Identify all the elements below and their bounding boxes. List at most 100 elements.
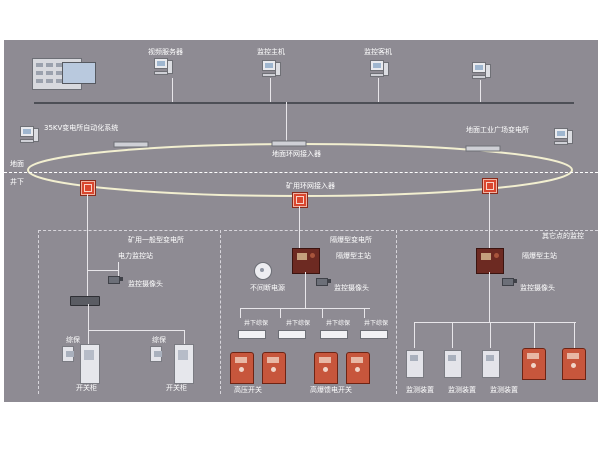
camera-icon — [108, 276, 124, 286]
video-server-label: 视频服务器 — [148, 48, 183, 56]
link-line — [574, 322, 575, 348]
underground-label: 井下 — [10, 178, 24, 186]
monitor-device-icon — [482, 350, 500, 378]
monitor-dev-1-label: 监测装置 — [406, 386, 434, 394]
zone-border — [38, 230, 39, 394]
camera-icon — [502, 278, 518, 288]
link-line — [88, 330, 89, 346]
ground-label: 地面 — [10, 160, 24, 168]
switchgear-1-label: 开关柜 — [76, 384, 97, 392]
link-line — [286, 102, 287, 142]
surface-plant-label: 地面工业广场变电所 — [466, 126, 529, 134]
ups-label: 不间断电源 — [250, 284, 285, 292]
camera-icon — [316, 278, 332, 288]
relay-icon — [238, 330, 266, 339]
feed-switch-icon — [522, 348, 546, 380]
substation-35kv-label: 35KV变电所自动化系统 — [44, 124, 119, 132]
substation-35kv-computer-icon — [20, 126, 39, 144]
mine-ring-node-icon — [292, 192, 308, 208]
zone-border — [220, 230, 221, 394]
feed-switch-icon — [346, 352, 370, 384]
link-line — [452, 322, 453, 348]
general-sub-label: 矿用一般型变电所 — [128, 236, 184, 244]
mine-ring-label: 矿用环网接入器 — [286, 182, 335, 190]
link-line — [364, 308, 365, 318]
camera-3-label: 监控摄像头 — [520, 284, 555, 292]
relay-2-label: 井下综保 — [286, 320, 311, 327]
link-line — [88, 270, 118, 271]
link-line — [414, 322, 415, 348]
mine-ring-node-icon — [80, 180, 96, 196]
link-line — [299, 206, 300, 248]
surface-ring-label: 地面环网接入器 — [272, 150, 321, 158]
ups-icon — [254, 262, 272, 280]
relay-1-label: 井下综保 — [244, 320, 269, 327]
link-line — [240, 308, 370, 309]
monitor-host-computer-icon — [262, 60, 281, 78]
monitor-station-label: 监控客机 — [364, 48, 392, 56]
monitor-dev-2-label: 监测装置 — [448, 386, 476, 394]
hv-switch-icon — [230, 352, 254, 384]
monitor-device-icon — [406, 350, 424, 378]
zone-border — [38, 230, 218, 231]
monitor-dev-3-label: 监测装置 — [490, 386, 518, 394]
link-line — [87, 194, 88, 300]
flameproof-station-icon — [476, 248, 504, 274]
relay-icon — [360, 330, 388, 339]
feed-switch-icon — [562, 348, 586, 380]
mine-ring-node-icon — [482, 178, 498, 194]
switchgear-icon — [174, 344, 194, 384]
link-line — [480, 80, 481, 102]
client-computer-icon — [472, 62, 491, 80]
network-switch-icon — [70, 296, 100, 306]
surface-plant-computer-icon — [554, 128, 573, 146]
flameproof-station-icon — [292, 248, 320, 274]
link-line — [305, 272, 306, 308]
hv-feed-label: 高爆馈电开关 — [310, 386, 352, 394]
ethernet-bus — [34, 102, 574, 104]
relay-unit-icon — [150, 346, 162, 362]
link-line — [280, 308, 281, 318]
ground-divider — [4, 172, 598, 173]
video-server-computer-icon — [154, 58, 173, 76]
link-line — [270, 78, 271, 102]
power-station-label: 电力监控站 — [118, 252, 153, 260]
relay-4-label: 井下综保 — [364, 320, 389, 327]
topology-diagram: 视频服务器 监控主机 监控客机 35KV变电所自动化系统 地面工业广场变电所 地… — [4, 40, 598, 402]
link-line — [378, 78, 379, 102]
video-wall-icon — [62, 62, 96, 84]
zone-border — [400, 230, 598, 231]
camera-1-label: 监控摄像头 — [128, 280, 163, 288]
link-line — [490, 322, 491, 348]
camera-2-label: 监控摄像头 — [334, 284, 369, 292]
link-line — [240, 308, 241, 318]
switchgear-icon — [80, 344, 100, 384]
switchgear-2-label: 开关柜 — [166, 384, 187, 392]
relay-icon — [278, 330, 306, 339]
relay-3-label: 井下综保 — [326, 320, 351, 327]
link-line — [489, 192, 490, 248]
zone-border — [396, 230, 397, 394]
monitor-device-icon — [444, 350, 462, 378]
link-line — [414, 322, 576, 323]
flameproof-main-label: 隔爆型主站 — [336, 252, 371, 260]
link-line — [184, 330, 185, 346]
link-line — [489, 272, 490, 322]
relay-icon — [320, 330, 348, 339]
other-monitor-label: 其它点的监控 — [542, 232, 584, 240]
link-line — [322, 308, 323, 318]
baohu-2-label: 综保 — [152, 336, 166, 344]
link-line — [118, 262, 119, 276]
monitor-station-computer-icon — [370, 60, 389, 78]
relay-unit-icon — [62, 346, 74, 362]
zone-border — [224, 230, 394, 231]
feed-switch-icon — [314, 352, 338, 384]
link-line — [88, 330, 184, 331]
link-line — [172, 78, 173, 102]
link-line — [88, 304, 89, 330]
hv-switch-icon — [262, 352, 286, 384]
flameproof-main-2-label: 隔爆型主站 — [522, 252, 557, 260]
link-line — [534, 322, 535, 348]
monitor-host-label: 监控主机 — [257, 48, 285, 56]
baohu-1-label: 综保 — [66, 336, 80, 344]
